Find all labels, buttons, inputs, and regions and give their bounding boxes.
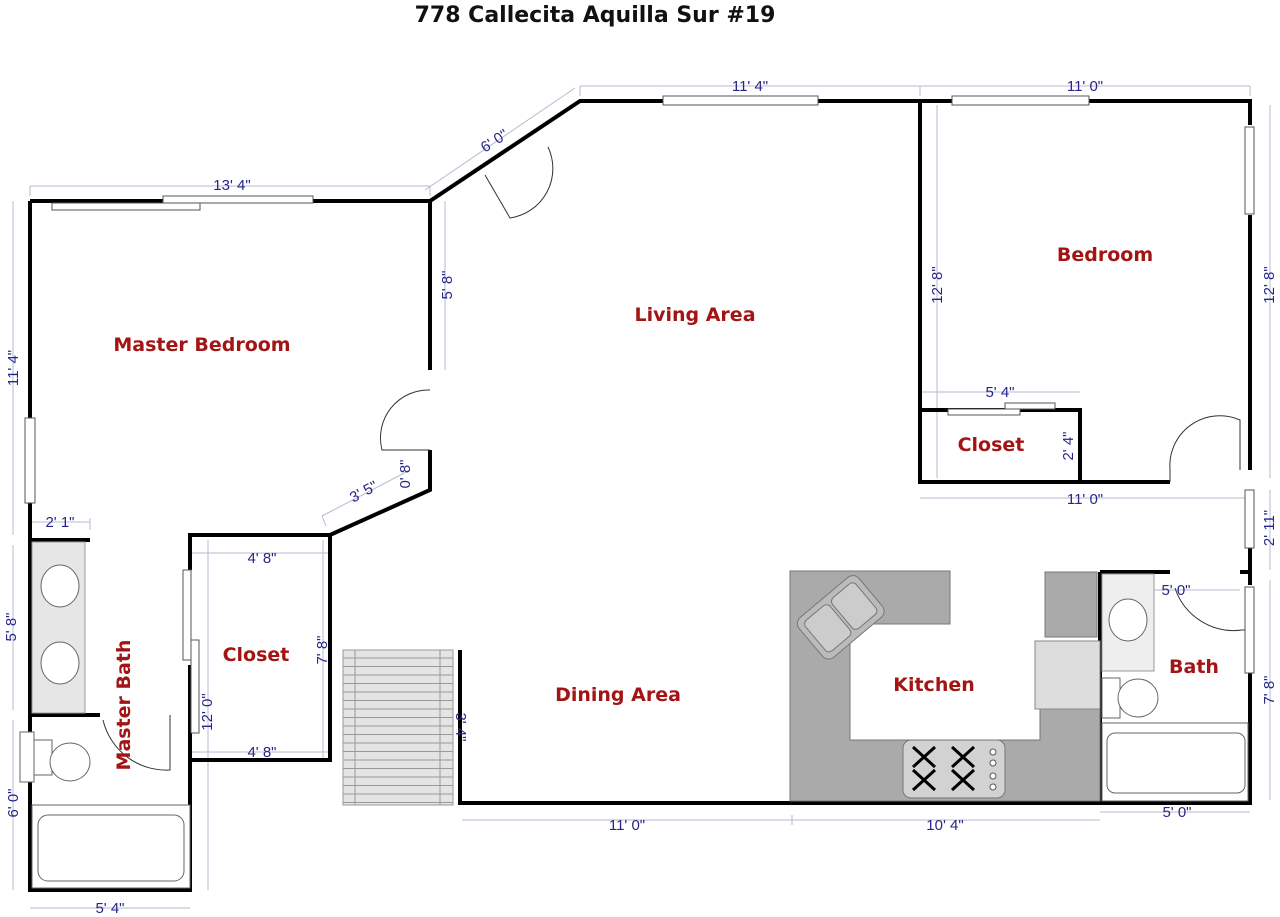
room-labels: Master Bedroom Living Area Bedroom Close…: [113, 244, 1219, 770]
dim-label: 4' 8": [247, 744, 276, 761]
dim-label: 7' 8": [1261, 675, 1278, 704]
stairs: [342, 649, 454, 806]
dim-label: 0' 8": [397, 459, 414, 488]
room-master-closet: Closet: [223, 644, 290, 666]
dim-label: 12' 0": [199, 693, 216, 730]
room-kitchen: Kitchen: [893, 674, 975, 696]
dim-label: 5' 4": [95, 900, 124, 917]
dim-label: 11' 0": [1067, 491, 1103, 508]
plan-title: 778 Callecita Aquilla Sur #19: [415, 3, 776, 28]
dim-label: 11' 0": [1067, 78, 1103, 95]
dim-label: 5' 4": [985, 384, 1014, 401]
dim-label: 6' 0": [5, 788, 22, 817]
dim-label: 4' 8": [247, 550, 276, 567]
dim-label: 11' 4": [5, 350, 22, 386]
kitchen-fixtures: [789, 570, 1101, 802]
master-bath-fixtures: [19, 541, 191, 889]
room-master-bath: Master Bath: [113, 640, 135, 771]
dim-label: 12' 8": [929, 266, 946, 303]
dim-label: 10' 4": [926, 817, 963, 834]
dim-label: 2' 4": [1060, 431, 1077, 460]
room-dining-area: Dining Area: [555, 684, 681, 706]
bath-fixtures: [1101, 573, 1249, 802]
dim-label: 2' 1": [45, 514, 74, 531]
dim-label: 3' 4": [452, 712, 469, 741]
doors: [102, 146, 1245, 771]
room-living-area: Living Area: [634, 304, 755, 326]
dimension-lines: [12, 85, 1271, 909]
dim-label: 11' 0": [609, 817, 645, 834]
dim-label: 12' 8": [1261, 266, 1278, 303]
dim-label: 5' 8": [3, 612, 20, 641]
dim-label: 2' 11": [1261, 510, 1278, 546]
room-bath: Bath: [1169, 656, 1219, 678]
room-master-bedroom: Master Bedroom: [113, 334, 290, 356]
room-bedroom: Bedroom: [1057, 244, 1153, 266]
windows: [24, 95, 1255, 734]
dim-label: 5' 8": [439, 270, 456, 299]
dim-label: 13' 4": [213, 177, 250, 194]
dim-label: 7' 8": [314, 635, 331, 664]
dim-label: 11' 4": [732, 78, 768, 95]
dim-label: 5' 0": [1161, 582, 1190, 599]
dim-label: 5' 0": [1162, 804, 1191, 821]
dimension-labels: 11' 4" 11' 0" 6' 0" 13' 4" 5' 8" 11' 4" …: [3, 78, 1278, 917]
dim-label: 3' 5": [347, 478, 381, 507]
room-bedroom-closet: Closet: [958, 434, 1025, 456]
